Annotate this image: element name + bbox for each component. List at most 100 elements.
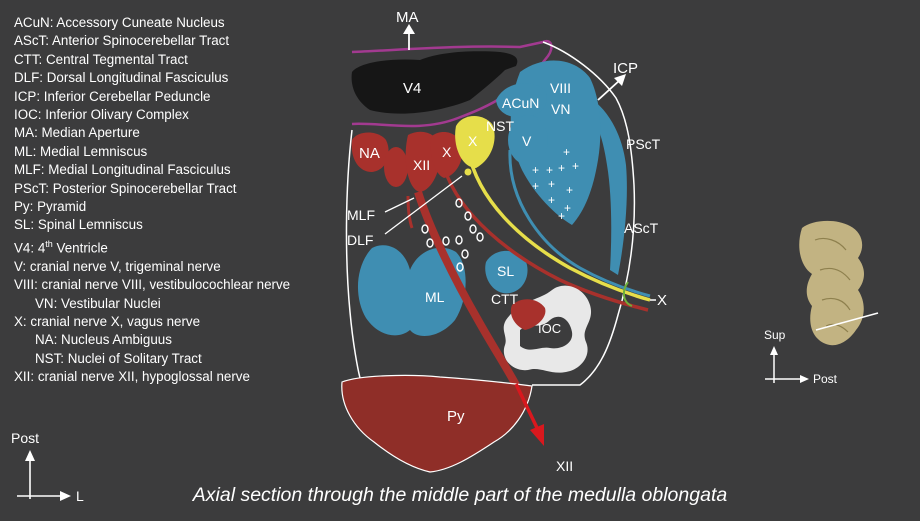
inset-brainstem-thumbnail (799, 220, 879, 346)
ctt-red-region (510, 299, 546, 330)
legend-item: V: cranial nerve V, trigeminal nerve (14, 258, 290, 276)
legend-text: XII: cranial nerve XII, hypoglossal nerv… (14, 369, 250, 385)
vn-plus-markers: +++ +++ +++ ++ (532, 145, 579, 223)
legend-text: PScT: Posterior Spinocerebellar Tract (14, 180, 237, 196)
legend-item: V4: 4th Ventricle (14, 235, 290, 258)
ventricle-roof-membrane (351, 39, 553, 67)
accessory-cuneate-nucleus (496, 83, 547, 118)
cn-x-fibers-red (443, 169, 649, 312)
legend-text: AScT: Anterior Spinocerebellar Tract (14, 33, 230, 49)
cn-x-ganglion-loop (622, 281, 633, 307)
label-dlf: DLF (347, 232, 373, 248)
label-x-exit: X (657, 292, 667, 309)
label-xii-exit: XII (556, 458, 573, 474)
nst-yellow-nucleus (455, 115, 495, 168)
svg-text:+: + (532, 163, 539, 177)
label-nst: NST (486, 118, 514, 134)
label-viii: VIII (550, 80, 571, 96)
ioc-inner-folds (520, 316, 573, 350)
legend-text: V4: 4 (14, 240, 46, 256)
svg-text:+: + (532, 179, 539, 193)
arrow-xii-exit (514, 383, 544, 446)
label-ctt: CTT (491, 291, 519, 307)
label-orient-l: L (76, 488, 84, 504)
legend-item: Py: Pyramid (14, 198, 290, 216)
legend-item: SL: Spinal Lemniscus (14, 216, 290, 234)
label-ml: ML (425, 289, 445, 305)
legend-text: X: cranial nerve X, vagus nerve (14, 313, 201, 329)
label-xii: XII (413, 157, 430, 173)
svg-text:+: + (548, 177, 555, 191)
pscT-icp-tract (585, 98, 627, 275)
legend-text: SL: Spinal Lemniscus (14, 217, 143, 233)
arrow-ma (403, 24, 415, 50)
legend-text: ACuN: Accessory Cuneate Nucleus (14, 15, 225, 30)
legend-item: NA: Nucleus Ambiguus (14, 331, 290, 349)
legend-item: X: cranial nerve X, vagus nerve (14, 313, 290, 331)
spinal-lemniscus (485, 250, 528, 294)
label-mlf: MLF (347, 207, 375, 223)
arrow-icp (597, 74, 626, 101)
legend-item: MA: Median Aperture (14, 124, 290, 142)
legend-item: NST: Nuclei of Solitary Tract (14, 350, 290, 368)
svg-text:+: + (558, 209, 565, 223)
dlf-pointer (384, 175, 463, 235)
legend-item: ACuN: Accessory Cuneate Nucleus (14, 14, 290, 32)
legend-item: ML: Medial Lemniscus (14, 143, 290, 161)
orientation-inset: Sup Post (764, 328, 838, 386)
legend-text: MLF: Medial Longitudinal Fasciculus (14, 162, 231, 178)
svg-text:+: + (572, 159, 579, 173)
label-v4: V4 (403, 80, 421, 97)
legend-text-after: Ventricle (52, 240, 108, 256)
legend-superscript: th (45, 238, 53, 249)
legend-item: VIII: cranial nerve VIII, vestibulocochl… (14, 276, 290, 294)
label-ioc: IOC (538, 321, 561, 336)
reticular-circles (421, 198, 484, 272)
legend-text: V: cranial nerve V, trigeminal nerve (14, 258, 221, 274)
legend-text: MA: Median Aperture (14, 125, 140, 141)
legend-text: DLF: Dorsal Longitudinal Fasciculus (14, 70, 229, 86)
legend-text: ML: Medial Lemniscus (14, 143, 148, 159)
pyramid (341, 374, 533, 473)
legend-item: MLF: Medial Longitudinal Fasciculus (14, 161, 290, 179)
svg-text:+: + (546, 163, 553, 177)
label-sl: SL (497, 263, 514, 279)
label-orient-post: Post (11, 430, 39, 446)
legend-item: AScT: Anterior Spinocerebellar Tract (14, 32, 290, 50)
label-inset-sup: Sup (764, 328, 786, 342)
nucleus-ambiguus (351, 132, 389, 172)
label-py: Py (447, 408, 465, 425)
legend-item: PScT: Posterior Spinocerebellar Tract (14, 180, 290, 198)
vagus-dorsal-nucleus (430, 132, 463, 178)
na-lower-blob (384, 147, 408, 187)
nst-dot (464, 168, 472, 176)
label-icp: ICP (613, 60, 638, 77)
svg-text:+: + (564, 201, 571, 215)
label-na: NA (359, 145, 380, 162)
svg-text:+: + (566, 183, 573, 197)
label-vn: VN (551, 101, 570, 117)
label-ascT: AScT (624, 220, 659, 236)
label-ma: MA (396, 9, 419, 26)
legend-item: XII: cranial nerve XII, hypoglossal nerv… (14, 368, 290, 386)
medulla-outline (345, 41, 636, 386)
legend-item: ICP: Inferior Cerebellar Peduncle (14, 88, 290, 106)
label-x-nst: X (468, 133, 478, 149)
trigeminal-nucleus-v (508, 115, 548, 165)
figure-caption: Axial section through the middle part of… (192, 484, 728, 506)
legend-text: VIII: cranial nerve VIII, vestibulocochl… (14, 277, 291, 293)
svg-text:+: + (558, 161, 565, 175)
label-acun: ACuN (502, 95, 539, 111)
label-x-dmn: X (442, 144, 452, 160)
fourth-ventricle-v4 (351, 51, 518, 114)
medial-lemniscus (357, 245, 466, 336)
legend-text: VN: Vestibular Nuclei (35, 295, 161, 311)
legend-text: NA: Nucleus Ambiguus (35, 332, 172, 348)
legend-text: NST: Nuclei of Solitary Tract (35, 350, 202, 366)
legend-text: CTT: Central Tegmental Tract (14, 51, 188, 67)
mlf-pointer (384, 197, 415, 213)
label-inset-post: Post (813, 372, 838, 386)
legend-text: ICP: Inferior Cerebellar Peduncle (14, 88, 211, 104)
